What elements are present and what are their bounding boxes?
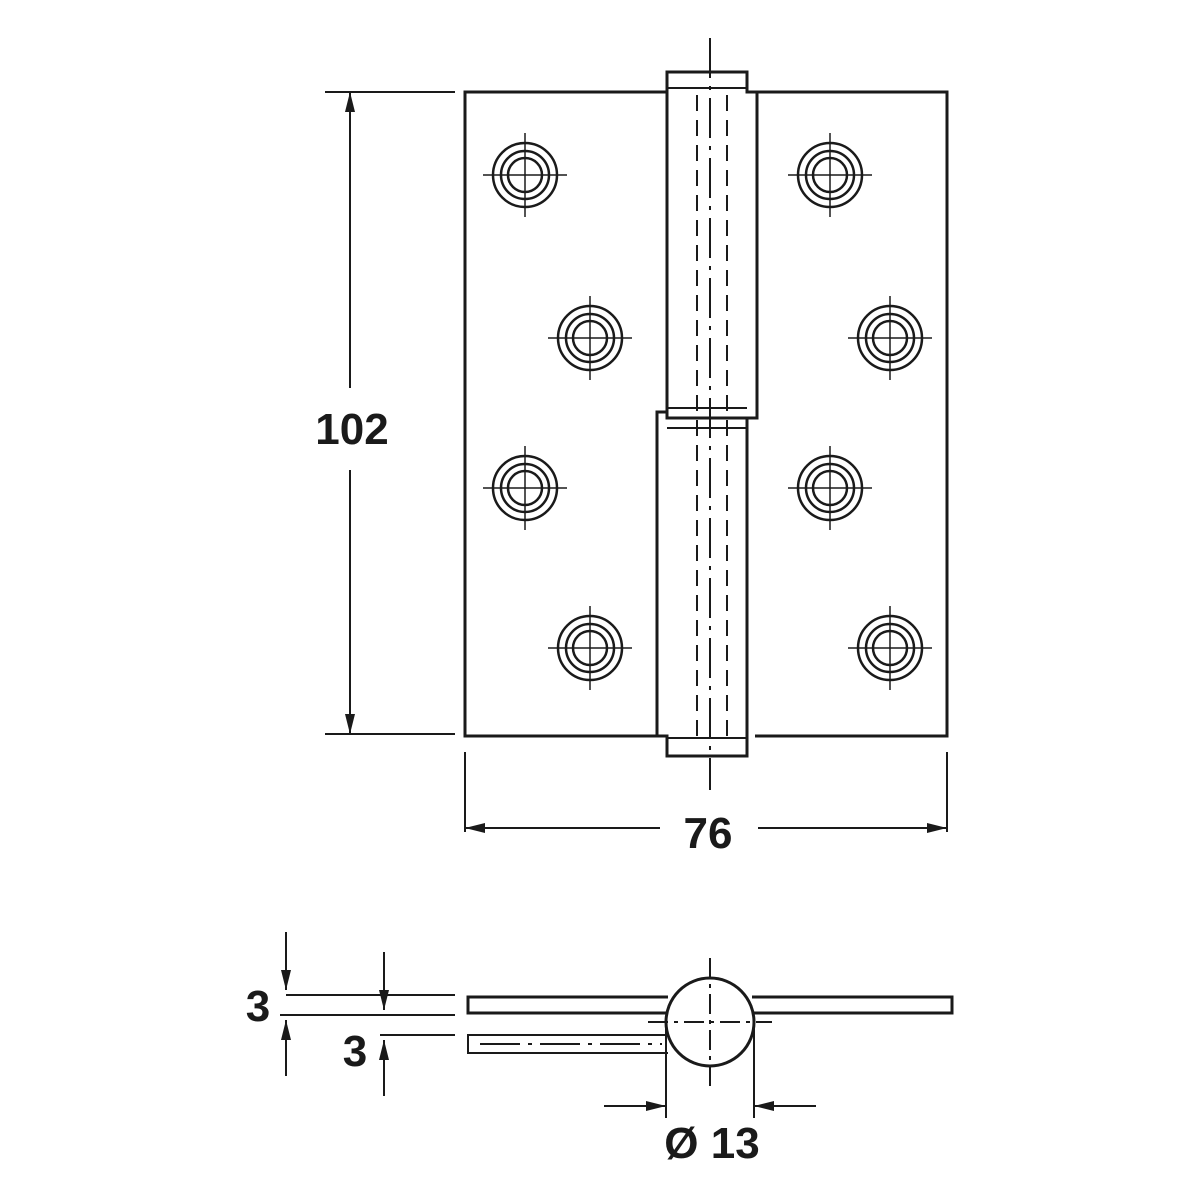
leaf-thickness-dimension bbox=[280, 932, 455, 1096]
top-leaf-section bbox=[466, 995, 668, 1015]
height-label: 102 bbox=[315, 405, 388, 454]
width-dimension bbox=[464, 752, 948, 833]
lower-knuckle bbox=[655, 410, 749, 758]
screw-hole bbox=[483, 446, 567, 530]
screw-hole bbox=[548, 606, 632, 690]
screw-hole bbox=[483, 133, 567, 217]
upper-knuckle bbox=[665, 70, 759, 420]
leaf-thickness-top-label: 3 bbox=[246, 982, 270, 1031]
screw-hole bbox=[788, 446, 872, 530]
lower-leaf-phantom bbox=[467, 1034, 668, 1054]
screw-holes bbox=[483, 133, 932, 690]
hinge-side-view bbox=[466, 958, 954, 1090]
left-leaf bbox=[463, 90, 667, 738]
hinge-front-view bbox=[463, 38, 949, 790]
screw-hole bbox=[548, 296, 632, 380]
leaf-thickness-bottom-label: 3 bbox=[343, 1027, 367, 1076]
knuckle-diameter-label: Ø 13 bbox=[664, 1119, 759, 1168]
screw-hole bbox=[848, 296, 932, 380]
screw-hole bbox=[848, 606, 932, 690]
height-dimension bbox=[325, 91, 455, 735]
right-leaf bbox=[755, 90, 949, 738]
top-leaf-section bbox=[752, 995, 954, 1015]
knuckle-diameter-dimension bbox=[604, 1028, 816, 1118]
screw-hole bbox=[788, 133, 872, 217]
width-label: 76 bbox=[684, 809, 733, 858]
